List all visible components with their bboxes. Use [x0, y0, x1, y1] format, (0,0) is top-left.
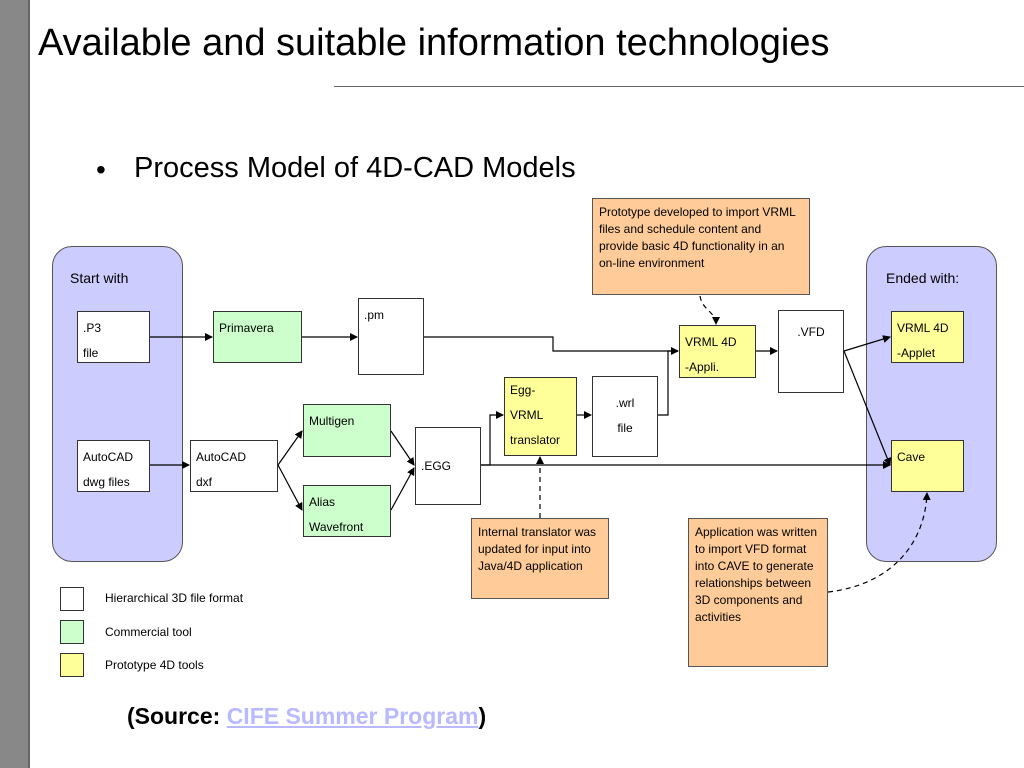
- source-suffix: ): [478, 703, 487, 729]
- box-line: VRML 4D: [685, 335, 737, 349]
- legend-swatch-white: [60, 587, 84, 611]
- box-line: file: [83, 346, 99, 360]
- box-line: VRML 4D: [897, 321, 949, 335]
- edge-multigen-egg: [390, 430, 415, 466]
- edge-note-application: [827, 492, 931, 593]
- box-line: Wavefront: [309, 520, 364, 534]
- edge-dxf-multigen: [277, 430, 303, 466]
- box-line: translator: [510, 433, 561, 447]
- legend-swatch-green: [60, 620, 84, 644]
- box-line: -Appli.: [685, 360, 720, 374]
- box-line: file: [617, 421, 633, 435]
- alias-wavefront-box: Alias Wavefront: [303, 485, 391, 537]
- edge-dxf-alias: [277, 464, 303, 511]
- application-note: Application was written to import VFD fo…: [688, 518, 828, 667]
- vfd-file-box: .VFD: [778, 310, 844, 393]
- box-line: Cave: [897, 450, 926, 464]
- edge-vfd-cave: [843, 350, 892, 466]
- title-underline: [334, 86, 1024, 87]
- box-line: .EGG: [421, 459, 452, 473]
- end-region: [866, 246, 997, 562]
- edge-vfd-applet: [843, 335, 891, 352]
- bullet-text: Process Model of 4D-CAD Models: [134, 152, 576, 184]
- bullet-marker: •: [96, 154, 106, 185]
- box-line: -Applet: [897, 346, 936, 360]
- box-line: VRML: [510, 408, 544, 422]
- edge-pm-vrml4d: [424, 336, 679, 355]
- wrl-file-box: .wrl file: [592, 376, 658, 457]
- box-line: dwg files: [83, 475, 130, 489]
- box-line: .P3: [83, 321, 102, 335]
- p3-file-box: .P3 file: [77, 311, 150, 363]
- box-line: dxf: [196, 475, 213, 489]
- box-line: Primavera: [219, 321, 274, 335]
- box-line: AutoCAD: [83, 450, 134, 464]
- vrml4d-appli-box: VRML 4D -Appli.: [679, 325, 756, 378]
- box-line: .pm: [364, 308, 385, 322]
- edge-alias-egg: [390, 467, 415, 511]
- pm-file-box: .pm: [358, 298, 424, 375]
- multigen-box: Multigen: [303, 404, 391, 457]
- box-line: .wrl: [615, 396, 635, 410]
- end-region-label: Ended with:: [886, 270, 960, 286]
- internal-translator-note: Internal translator was updated for inpu…: [471, 518, 609, 599]
- autocad-dwg-box: AutoCAD dwg files: [77, 440, 150, 492]
- box-line: .VFD: [797, 325, 825, 339]
- egg-vrml-translator-box: Egg- VRML translator: [504, 377, 577, 456]
- primavera-box: Primavera: [213, 311, 302, 363]
- autocad-dxf-box: AutoCAD dxf: [190, 440, 278, 492]
- egg-file-box: .EGG: [415, 427, 481, 505]
- legend-swatch-yellow: [60, 653, 84, 677]
- edge-wrl-vrml4d: [658, 350, 678, 416]
- source-citation: (Source: CIFE Summer Program): [127, 703, 486, 730]
- vrml4d-applet-box: VRML 4D -Applet: [891, 311, 964, 363]
- box-line: Alias: [309, 495, 336, 509]
- legend-label: Commercial tool: [105, 625, 192, 639]
- left-sidebar-bar: [0, 0, 30, 768]
- cave-box: Cave: [891, 440, 964, 492]
- box-line: AutoCAD: [196, 450, 247, 464]
- start-region-label: Start with: [70, 270, 129, 286]
- legend-label: Hierarchical 3D file format: [105, 591, 244, 605]
- prototype-note: Prototype developed to import VRML files…: [592, 198, 810, 295]
- slide-title: Available and suitable information techn…: [38, 22, 830, 64]
- edge-note-prototype: [699, 295, 720, 325]
- legend-label: Prototype 4D tools: [105, 658, 204, 672]
- start-region: [52, 246, 183, 562]
- box-line: Multigen: [309, 414, 355, 428]
- source-link[interactable]: CIFE Summer Program: [226, 703, 479, 729]
- source-prefix: (Source:: [127, 703, 227, 729]
- edge-egg-translator: [481, 411, 504, 466]
- box-line: Egg-: [510, 383, 536, 397]
